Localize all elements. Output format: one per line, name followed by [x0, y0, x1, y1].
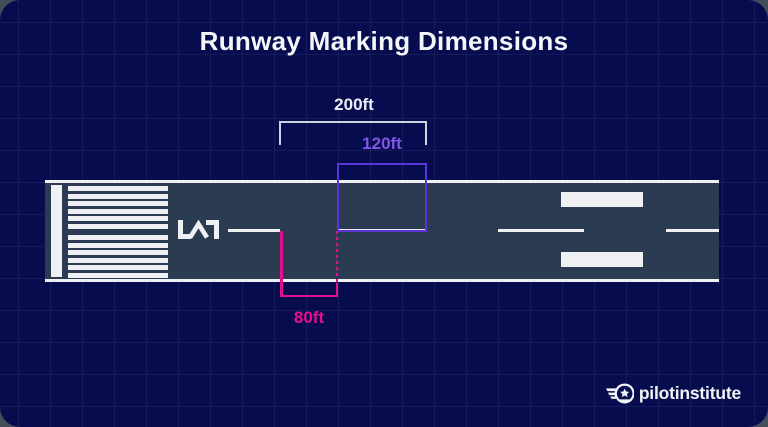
threshold-stripe: [68, 272, 168, 278]
dimension-label-80ft: 80ft: [293, 308, 325, 327]
logo: pilotinstitute: [605, 382, 741, 405]
runway-threshold-bar: [51, 185, 62, 277]
threshold-stripe: [68, 186, 168, 192]
gap-start-line: [280, 231, 283, 295]
threshold-stripe: [68, 235, 168, 241]
page-title: Runway Marking Dimensions: [199, 26, 569, 56]
threshold-stripe: [68, 216, 168, 222]
runway-designator-marking: [178, 220, 219, 239]
threshold-stripe: [68, 193, 168, 199]
aiming-point-marking-top: [561, 192, 643, 207]
dimension-label-200ft: 200ft: [334, 95, 374, 114]
centerline-dash: [666, 229, 719, 232]
centerline-dash: [498, 229, 584, 232]
threshold-stripe: [68, 265, 168, 271]
threshold-stripe: [68, 223, 168, 229]
dimension-label-120ft: 120ft: [362, 134, 402, 153]
threshold-stripe: [68, 201, 168, 207]
logo-text: pilotinstitute: [638, 383, 741, 403]
winged-star-badge-icon: [605, 383, 634, 404]
dimension-bracket-200ft: [279, 121, 427, 145]
threshold-stripe: [68, 208, 168, 214]
aiming-point-marking-bottom: [561, 252, 643, 267]
centerline-dash: [228, 229, 280, 232]
dimension-box-120ft: [337, 163, 427, 232]
threshold-stripe: [68, 257, 168, 263]
gap-end-line: [335, 283, 338, 295]
gap-bottom-line: [280, 294, 338, 297]
gap-end-line-dotted: [335, 231, 338, 283]
threshold-stripe: [68, 250, 168, 256]
threshold-stripe: [68, 242, 168, 248]
